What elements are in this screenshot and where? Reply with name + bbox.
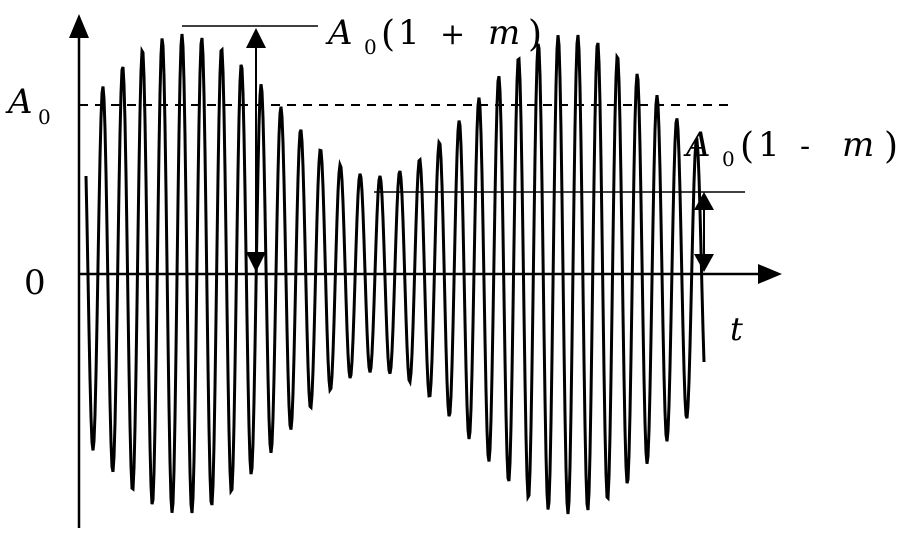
y-axis-arrowhead (69, 14, 89, 38)
a0-subscript: 0 (38, 105, 51, 129)
svg-text:A: A (325, 13, 353, 53)
min-amplitude-label: A 0 ( 1 - m ) (683, 125, 898, 171)
a0-label: A (5, 82, 33, 122)
svg-text:A: A (683, 125, 711, 165)
t-axis-arrowhead (758, 264, 782, 284)
svg-text:m: m (488, 13, 520, 53)
min-arrow-head-down (694, 254, 714, 272)
svg-text:(: ( (740, 126, 754, 167)
origin-label: 0 (24, 263, 46, 303)
modulated-waveform (84, 33, 706, 515)
min-arrow-head-up (694, 192, 714, 210)
svg-text:m: m (842, 125, 874, 165)
svg-text:+: + (440, 17, 465, 52)
max-amplitude-label: A 0 ( 1 + m ) (325, 13, 542, 59)
svg-text:1: 1 (398, 13, 420, 53)
svg-text:): ) (884, 126, 898, 167)
svg-text:): ) (528, 14, 542, 55)
svg-text:(: ( (381, 14, 395, 55)
max-arrow-head-down (246, 252, 266, 272)
svg-text:-: - (800, 129, 810, 164)
svg-text:0: 0 (722, 147, 735, 171)
svg-text:0: 0 (364, 35, 377, 59)
max-arrow-head-up (246, 28, 266, 48)
time-axis-label: t (730, 310, 743, 348)
svg-text:1: 1 (758, 125, 780, 165)
